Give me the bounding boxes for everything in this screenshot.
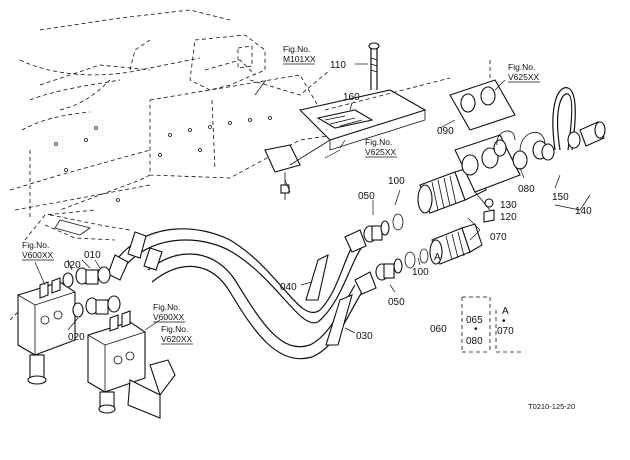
label-010: 010 — [84, 250, 101, 261]
bolt-110 — [368, 42, 380, 90]
leader-lines — [34, 63, 591, 334]
fig-ref-m101: Fig.No. M101XX — [283, 44, 316, 65]
label-150: 150 — [552, 192, 569, 203]
fig-ref-v600-bottom: Fig.No. V600XX — [153, 302, 185, 323]
valve-block-lower — [87, 310, 176, 419]
bracket-top-right — [449, 60, 516, 131]
label-100-bottom: 100 — [412, 267, 429, 278]
hose-040 — [117, 228, 365, 324]
mounting-plate — [264, 77, 451, 200]
kit-legend: 060 065 • 080 A • 070 — [430, 296, 524, 353]
nut-120-130 — [483, 198, 495, 223]
legend-a: A — [502, 306, 509, 317]
upper-bracket — [189, 34, 331, 171]
fig-ref-v600-left-line1: Fig.No. — [22, 240, 49, 250]
label-140: 140 — [575, 206, 592, 217]
floor-plate — [44, 74, 336, 241]
fig-ref-v600-left-line2: V600XX — [22, 250, 54, 260]
fig-ref-v620: Fig.No. V620XX — [161, 324, 193, 345]
label-100-top: 100 — [388, 176, 405, 187]
label-050-bottom: 050 — [388, 297, 405, 308]
fig-ref-v620-line1: Fig.No. — [161, 324, 188, 334]
legend-070: 070 — [497, 326, 514, 337]
coupler-150-set — [541, 87, 606, 161]
fittings-050-top — [344, 213, 404, 253]
fig-ref-v600-bottom-line1: Fig.No. — [153, 302, 180, 312]
label-020-upper: 020 — [64, 260, 81, 271]
fig-ref-v625-mid-line2: V625XX — [365, 147, 397, 157]
fig-ref-v600-left: Fig.No. V600XX — [22, 240, 54, 261]
label-040: 040 — [280, 282, 297, 293]
legend-080: 080 — [466, 336, 483, 347]
label-050-top: 050 — [358, 191, 375, 202]
legend-060: 060 — [430, 324, 447, 335]
fig-ref-v600-bottom-line2: V600XX — [153, 312, 185, 322]
valve-block-upper — [17, 277, 76, 385]
legend-dot-2: • — [502, 316, 506, 327]
label-030: 030 — [356, 331, 373, 342]
fig-ref-v620-line2: V620XX — [161, 334, 193, 344]
label-110: 110 — [330, 60, 346, 71]
fig-ref-m101-line2: M101XX — [283, 54, 316, 64]
part-labels: 110 160 090 080 150 140 050 100 130 120 … — [64, 60, 592, 343]
label-020-lower: 020 — [68, 332, 85, 343]
fittings-010-020 — [62, 266, 121, 318]
legend-dot-1: • — [474, 324, 478, 335]
label-070: 070 — [490, 232, 507, 243]
hose-sleeves — [107, 231, 353, 346]
label-130: 130 — [500, 200, 517, 211]
label-080: 080 — [518, 184, 535, 195]
fig-ref-v625-top-line2: V625XX — [508, 72, 540, 82]
label-160: 160 — [343, 92, 360, 103]
dust-caps-080 — [493, 130, 548, 170]
fig-ref-v625-top-line1: Fig.No. — [508, 62, 535, 72]
legend-065: 065 — [466, 315, 483, 326]
fig-ref-v625-top: Fig.No. V625XX — [508, 62, 540, 83]
label-090: 090 — [437, 126, 454, 137]
label-120: 120 — [500, 212, 517, 223]
fig-ref-v625-mid-line1: Fig.No. — [365, 137, 392, 147]
fittings-050-bottom — [354, 248, 429, 295]
fig-ref-v625-mid: Fig.No. V625XX — [365, 137, 397, 158]
label-ref-a: A — [434, 252, 441, 263]
fig-ref-m101-line1: Fig.No. — [283, 44, 310, 54]
drawing-code: T0210-125-20 — [528, 402, 575, 411]
